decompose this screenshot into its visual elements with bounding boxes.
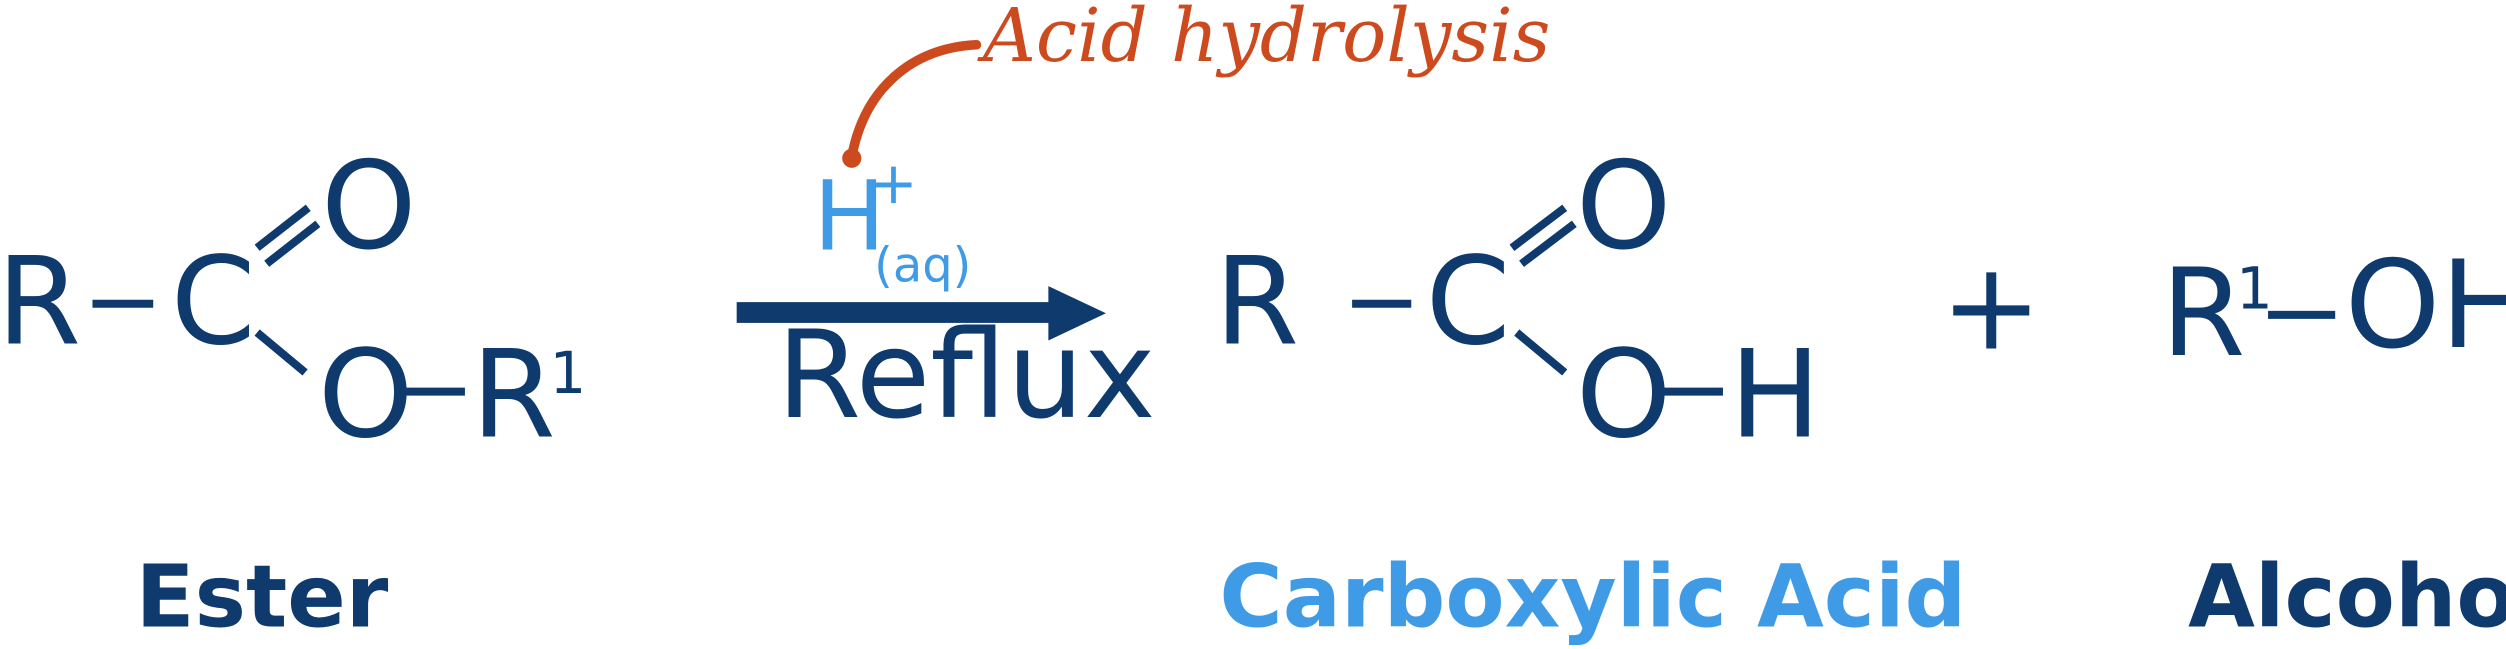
acid-c-atom: C bbox=[1426, 231, 1511, 373]
acid-o-atom: O bbox=[1576, 323, 1672, 465]
catalyst-h: H bbox=[813, 160, 885, 272]
carboxylic-acid-label: Carboxylic Acid bbox=[1219, 548, 1966, 648]
reaction-conditions: Acid hydrolysis H + (aq) Reflux bbox=[736, 0, 1551, 446]
alcohol-label: Alcohol bbox=[2188, 548, 2506, 648]
acid-carbonyl-o-atom: O bbox=[1576, 135, 1672, 277]
ester-r-atom: R bbox=[0, 231, 81, 373]
alcohol-r-atom: R bbox=[2161, 242, 2245, 384]
annotation-dot bbox=[842, 148, 862, 168]
acid-r-atom: R bbox=[1215, 231, 1299, 373]
annotation-curve bbox=[846, 39, 982, 162]
ester-double-bond-line bbox=[254, 204, 311, 251]
ester-r1-atom: R bbox=[471, 323, 555, 465]
plus-sign: + bbox=[1940, 235, 2042, 377]
reaction-arrow-shaft bbox=[736, 302, 1054, 323]
carboxylic-acid-structure: R C O O H Carboxylic Acid bbox=[1215, 135, 1967, 648]
condition-reflux: Reflux bbox=[777, 304, 1156, 446]
alcohol-r-superscript: 1 bbox=[2236, 256, 2273, 323]
ester-c-o-bond bbox=[254, 329, 308, 376]
annotation-acid-hydrolysis: Acid hydrolysis bbox=[977, 0, 1551, 79]
acid-c-o-bond bbox=[1514, 329, 1568, 376]
catalyst-state: (aq) bbox=[874, 237, 971, 293]
reaction-arrow-head bbox=[1048, 286, 1106, 341]
acid-double-bond-line bbox=[1519, 220, 1577, 267]
ester-label: Ester bbox=[136, 548, 389, 648]
catalyst-charge: + bbox=[869, 150, 917, 217]
alcohol-oh-group: OH bbox=[2345, 234, 2506, 376]
ester-o-atom: O bbox=[318, 323, 414, 465]
alcohol-structure: R 1 OH Alcohol bbox=[2161, 234, 2506, 648]
ester-r1-superscript: 1 bbox=[550, 340, 587, 407]
ester-structure: R C O O R 1 Ester bbox=[0, 135, 586, 648]
ester-c-atom: C bbox=[171, 231, 256, 373]
ester-carbonyl-o-atom: O bbox=[321, 135, 417, 277]
acid-double-bond-line bbox=[1509, 204, 1568, 251]
acid-h-atom: H bbox=[1729, 323, 1820, 465]
ester-double-bond-line bbox=[264, 220, 321, 267]
